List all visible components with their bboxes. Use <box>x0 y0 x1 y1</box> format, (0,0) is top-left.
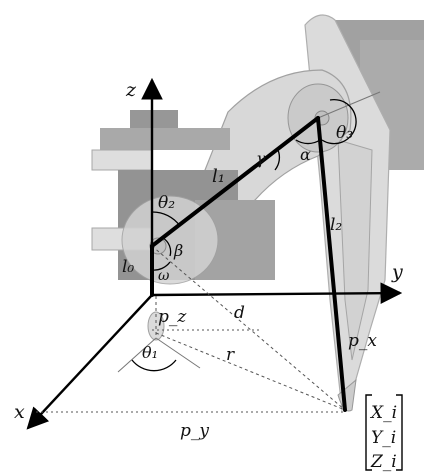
label-d: d <box>234 303 245 323</box>
label-l1: l₁ <box>212 166 225 187</box>
theta2-arc <box>151 211 181 227</box>
target-vector-y: Y_i <box>371 428 396 448</box>
gamma-arc <box>274 149 281 171</box>
omega-arc <box>151 261 171 271</box>
label-py: p_y <box>180 421 209 441</box>
alpha-arc <box>295 139 321 145</box>
label-omega: ω <box>158 268 170 284</box>
label-z-axis: z <box>125 79 137 101</box>
label-px: p_x <box>348 331 377 351</box>
target-vector-bracket-left <box>365 394 372 471</box>
label-x-axis: x <box>14 401 25 423</box>
beta-arc <box>162 237 172 257</box>
theta1-arc <box>131 359 177 372</box>
target-vector-bracket-right <box>396 394 403 471</box>
target-vector: X_i Y_i Z_i <box>365 394 403 472</box>
label-y-axis: y <box>391 261 403 283</box>
servo-top-tab <box>130 110 178 130</box>
x-axis <box>26 294 153 430</box>
hip-joint-disc <box>121 195 219 285</box>
projection-lines <box>36 91 381 413</box>
label-theta3: θ₃ <box>336 123 353 143</box>
label-r: r <box>226 345 235 365</box>
label-pz: p_z <box>158 307 187 327</box>
label-gamma: γ <box>256 149 266 168</box>
y-axis <box>151 282 403 304</box>
label-l2: l₂ <box>330 215 342 235</box>
servo-flange-left <box>91 149 153 171</box>
shin-link-inner <box>337 139 373 361</box>
label-theta1: θ₁ <box>142 343 158 362</box>
label-l0: l₀ <box>122 257 134 277</box>
link-l2 <box>316 116 347 412</box>
angle-arcs <box>131 98 357 372</box>
theta1-ref-a <box>117 337 157 373</box>
theta1-ref-b <box>155 337 201 369</box>
target-vector-z: Z_i <box>370 452 397 472</box>
servo-body-upper <box>100 128 230 150</box>
label-beta: β <box>173 241 183 260</box>
theta3-arc <box>321 98 357 145</box>
label-alpha: α <box>300 145 311 164</box>
r-projection <box>155 332 346 411</box>
d-projection <box>151 245 346 411</box>
labels: z y x θ₂ θ₃ θ₁ l₀ l₁ l₂ β γ α ω d r p_z … <box>14 79 403 441</box>
label-theta2: θ₂ <box>158 193 175 213</box>
target-vector-x: X_i <box>369 403 397 423</box>
